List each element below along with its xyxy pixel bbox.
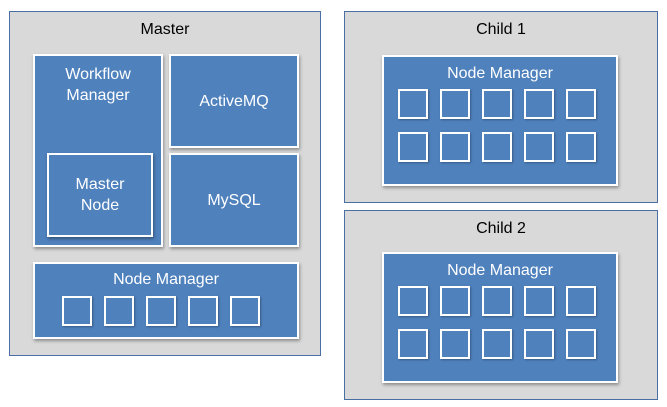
node-slot — [398, 329, 428, 359]
node-slot — [440, 89, 470, 119]
child1-node-manager: Node Manager — [382, 55, 618, 186]
node-slot — [398, 286, 428, 316]
node-slot — [440, 132, 470, 162]
node-slot — [482, 132, 512, 162]
child1-title: Child 1 — [476, 21, 526, 38]
node-manager-cells — [398, 89, 596, 162]
node-slot — [524, 89, 554, 119]
node-slot — [398, 89, 428, 119]
node-slot — [566, 89, 596, 119]
activemq-box: ActiveMQ — [169, 54, 299, 148]
node-manager-cells — [62, 296, 260, 326]
node-slot — [230, 296, 260, 326]
node-slot — [482, 89, 512, 119]
master-panel: Master Workflow Manager Master Node Acti… — [9, 11, 321, 356]
node-slot — [482, 286, 512, 316]
node-manager-label: Node Manager — [447, 65, 553, 82]
mysql-label: MySQL — [207, 191, 261, 209]
node-manager-label: Node Manager — [447, 262, 553, 279]
mysql-box: MySQL — [169, 153, 299, 247]
node-slot — [566, 329, 596, 359]
master-node-box: Master Node — [47, 153, 153, 237]
node-slot — [524, 329, 554, 359]
node-slot — [398, 132, 428, 162]
node-slot — [62, 296, 92, 326]
node-slot — [104, 296, 134, 326]
workflow-manager-label: Workflow Manager — [65, 66, 131, 104]
node-manager-label: Node Manager — [113, 271, 219, 288]
child2-title: Child 2 — [476, 220, 526, 237]
master-title: Master — [140, 21, 190, 38]
child1-panel: Child 1 Node Manager — [344, 11, 658, 203]
node-slot — [524, 286, 554, 316]
node-slot — [188, 296, 218, 326]
node-slot — [440, 286, 470, 316]
node-slot — [482, 329, 512, 359]
node-slot — [566, 286, 596, 316]
node-manager-cells — [398, 286, 596, 359]
master-node-manager: Node Manager — [33, 262, 299, 339]
node-slot — [566, 132, 596, 162]
activemq-label: ActiveMQ — [199, 92, 269, 110]
child2-node-manager: Node Manager — [382, 252, 618, 383]
node-slot — [146, 296, 176, 326]
node-slot — [524, 132, 554, 162]
workflow-manager-box: Workflow Manager Master Node — [33, 54, 163, 247]
master-node-label: Master Node — [75, 176, 125, 214]
child2-panel: Child 2 Node Manager — [344, 210, 658, 400]
node-slot — [440, 329, 470, 359]
